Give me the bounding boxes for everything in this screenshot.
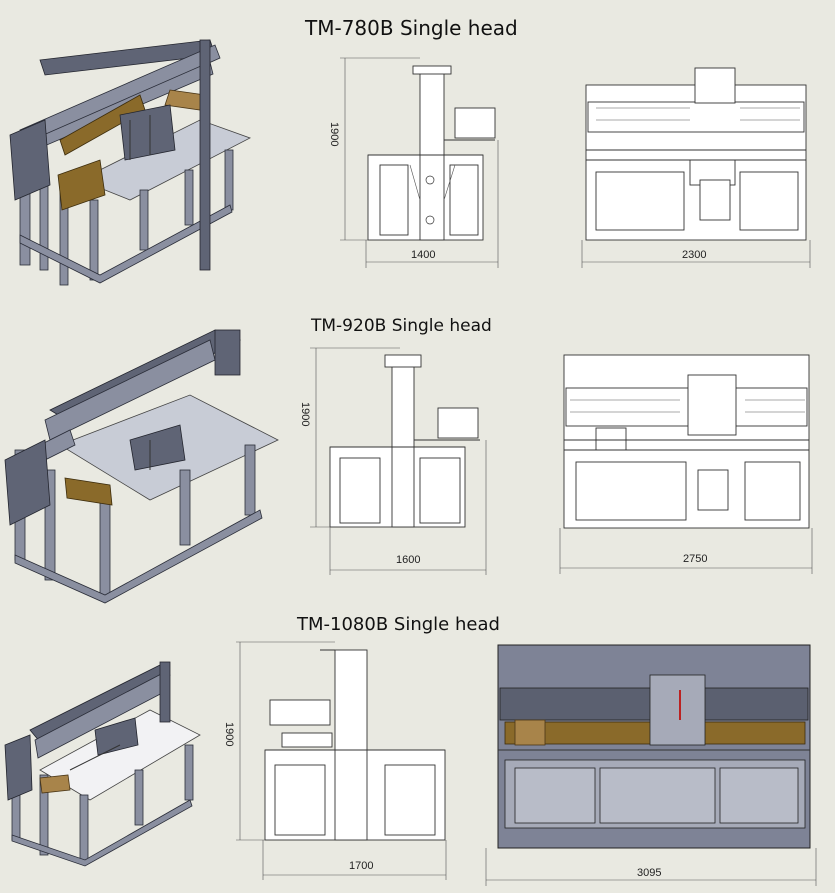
tm920b-depth-dim: 1600 <box>396 554 420 566</box>
tm920b-side-view <box>310 347 487 575</box>
tm920b-isometric-view <box>4 329 279 604</box>
tm780b-depth-dim: 1400 <box>411 249 435 261</box>
tm780b-height-dim: 1900 <box>328 122 340 146</box>
tm1080b-depth-dim: 1700 <box>349 860 373 872</box>
tm1080b-width-dim: 3095 <box>637 867 661 879</box>
tm920b-width-dim: 2750 <box>683 553 707 565</box>
machine-title-tm920b: TM-920B Single head <box>311 316 492 336</box>
tm1080b-height-dim: 1900 <box>223 722 235 746</box>
tm780b-width-dim: 2300 <box>682 249 706 261</box>
tm1080b-front-view <box>485 644 817 886</box>
machine-title-tm780b: TM-780B Single head <box>305 16 518 40</box>
tm780b-front-view <box>581 67 811 268</box>
tm1080b-isometric-view <box>4 661 201 867</box>
tm920b-height-dim: 1900 <box>299 402 311 426</box>
tm920b-front-view <box>559 354 813 574</box>
tm780b-side-view <box>340 57 499 268</box>
machine-title-tm1080b: TM-1080B Single head <box>297 614 500 635</box>
tm780b-isometric-view <box>9 39 251 286</box>
tm1080b-side-view <box>236 641 447 880</box>
